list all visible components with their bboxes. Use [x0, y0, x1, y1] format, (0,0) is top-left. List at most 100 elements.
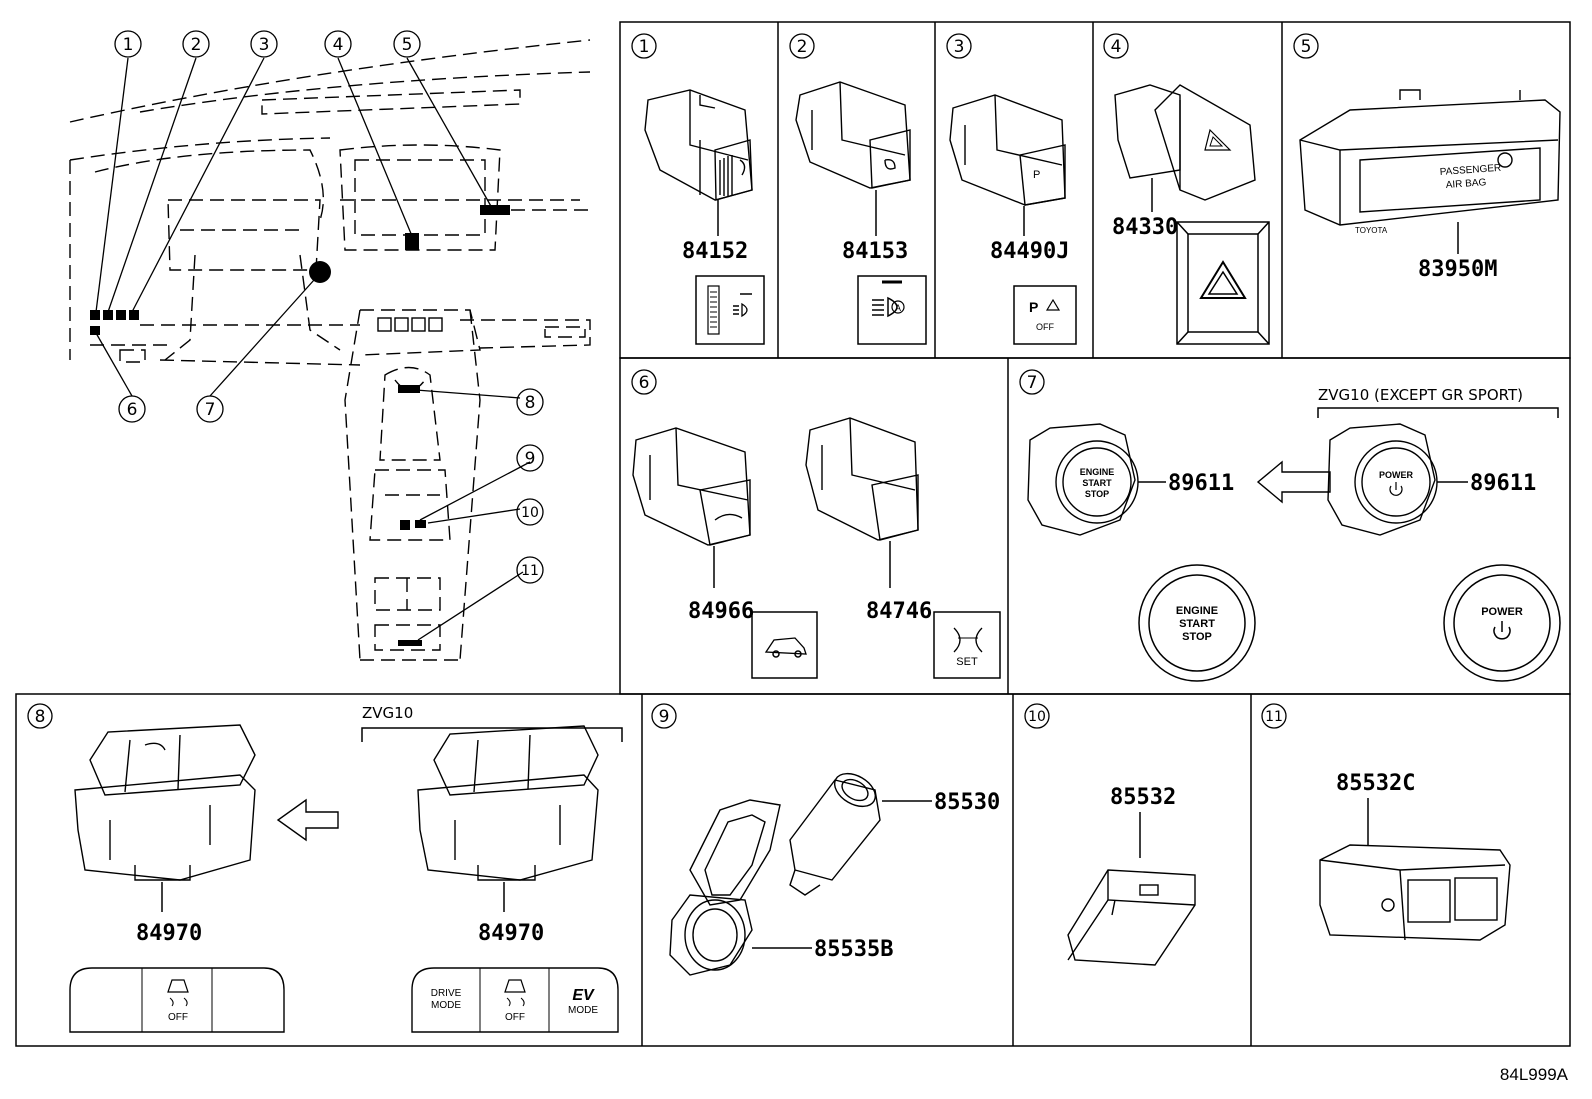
zvg10-caption: ZVG10 — [362, 704, 413, 722]
auto-high-beam-icon: A — [857, 275, 927, 345]
panel-6-number: 6 — [639, 373, 650, 393]
part-84966: 84966 — [688, 599, 754, 624]
switch-84490J: P — [949, 94, 1066, 206]
panel-8-number: 8 — [35, 707, 46, 727]
part-84153: 84153 — [842, 239, 908, 264]
switch-84330 — [1114, 84, 1256, 201]
zvg10-except-gr-sport-caption: ZVG10 (EXCEPT GR SPORT) — [1318, 386, 1523, 404]
part-84152: 84152 — [682, 239, 748, 264]
usb-port-85532 — [1067, 869, 1196, 966]
part-83950M: 83950M — [1418, 257, 1497, 282]
panel-3-number: 3 — [954, 37, 965, 57]
panel-9-number: 9 — [659, 707, 670, 727]
part-89611-left: 89611 — [1168, 471, 1234, 496]
traction-off-switch-face: OFF — [69, 967, 285, 1033]
power-outlet-lid-85535B — [669, 799, 781, 976]
drive-label: DRIVE — [431, 988, 462, 999]
stop-label-small: STOP — [1085, 489, 1109, 499]
engine-start-button-89611: ENGINE START STOP — [1027, 423, 1139, 536]
dashboard-overview — [69, 39, 591, 661]
engine-label: ENGINE — [1176, 605, 1218, 617]
part-85530: 85530 — [934, 790, 1000, 815]
callout-7: 7 — [205, 400, 216, 420]
parking-p-label: P — [1029, 299, 1038, 315]
power-icon: POWER — [1443, 564, 1561, 682]
power-label-small: POWER — [1379, 470, 1414, 480]
arrow-left-icon — [1256, 460, 1331, 504]
svg-text:A: A — [895, 303, 901, 313]
panel-number-circles — [27, 33, 1319, 729]
callout-5: 5 — [402, 35, 413, 55]
panel-numbers: 1 2 3 4 5 6 7 8 9 10 11 — [35, 37, 1312, 727]
callout-3: 3 — [259, 35, 270, 55]
switch-84746 — [805, 417, 919, 541]
callout-1: 1 — [123, 35, 134, 55]
traction-off-label-left: OFF — [168, 1012, 188, 1023]
caption-bracket-7 — [1317, 407, 1559, 418]
switch-assembly-84970-left — [74, 724, 256, 881]
switch-84153 — [795, 81, 911, 189]
callout-2: 2 — [191, 35, 202, 55]
callout-6: 6 — [127, 400, 138, 420]
switch-84152 — [644, 89, 753, 201]
arrow-left-icon-8 — [276, 798, 339, 842]
drive-mode-switch-face: DRIVE MODE OFF EV MODE — [411, 967, 619, 1033]
panel-11-number: 11 — [1265, 709, 1283, 725]
stop-label: STOP — [1182, 631, 1212, 643]
airbag-indicator-83950M: PASSENGER AIR BAG TOYOTA — [1299, 89, 1561, 235]
part-84970-right: 84970 — [478, 921, 544, 946]
callout-11: 11 — [521, 563, 539, 579]
passenger-label: PASSENGER — [1439, 163, 1501, 178]
part-84490J: 84490J — [990, 239, 1069, 264]
part-84746: 84746 — [866, 599, 932, 624]
engine-label-small: ENGINE — [1080, 467, 1115, 477]
panel-10-number: 10 — [1028, 709, 1046, 725]
panel-1-number: 1 — [639, 37, 650, 57]
mode-label: MODE — [431, 1000, 461, 1011]
set-label: SET — [956, 656, 978, 668]
engine-start-stop-icon: ENGINE START STOP — [1138, 564, 1256, 682]
airbag-label: AIR BAG — [1445, 177, 1486, 191]
overview-callout-circles — [114, 30, 544, 584]
part-84330: 84330 — [1112, 215, 1178, 240]
part-85535B: 85535B — [814, 937, 893, 962]
callout-leaders — [95, 57, 531, 641]
hazard-icon — [1176, 221, 1270, 345]
parking-sensor-off-icon: P OFF — [1013, 285, 1077, 345]
brand-label: TOYOTA — [1355, 226, 1388, 235]
svg-text:P: P — [1033, 169, 1040, 181]
distance-set-icon: SET — [933, 611, 1001, 679]
start-label-small: START — [1082, 478, 1112, 488]
usb-port-85532C — [1319, 844, 1511, 941]
panel-5-number: 5 — [1301, 37, 1312, 57]
ev-label: EV — [572, 987, 595, 1004]
diagram-code: 84L999A — [1499, 1065, 1568, 1084]
callout-9: 9 — [525, 449, 536, 469]
caption-bracket-8 — [361, 727, 623, 742]
parking-off-label: OFF — [1036, 322, 1054, 332]
callout-4: 4 — [333, 35, 344, 55]
panel-grid — [15, 21, 1571, 1047]
callout-8: 8 — [525, 393, 536, 413]
switch-location-marks — [90, 205, 510, 646]
power-outlet-socket-85530 — [789, 772, 881, 896]
switch-84966 — [632, 427, 751, 546]
part-89611-right: 89611 — [1470, 471, 1536, 496]
off-road-icon — [751, 611, 818, 679]
power-label: POWER — [1481, 606, 1523, 618]
vent-squares — [377, 317, 443, 332]
part-84970-left: 84970 — [136, 921, 202, 946]
panel-2-number: 2 — [797, 37, 808, 57]
part-85532C: 85532C — [1336, 771, 1415, 796]
callout-10: 10 — [521, 505, 539, 521]
part-85532: 85532 — [1110, 785, 1176, 810]
traction-off-label-right: OFF — [505, 1012, 525, 1023]
headlight-leveling-icon — [695, 275, 765, 345]
ev-mode-label: MODE — [568, 1005, 598, 1016]
start-label: START — [1179, 618, 1215, 630]
panel-4-number: 4 — [1111, 37, 1122, 57]
panel-7-number: 7 — [1027, 373, 1038, 393]
power-button-89611: POWER — [1327, 423, 1438, 536]
switch-assembly-84970-right — [417, 725, 599, 881]
